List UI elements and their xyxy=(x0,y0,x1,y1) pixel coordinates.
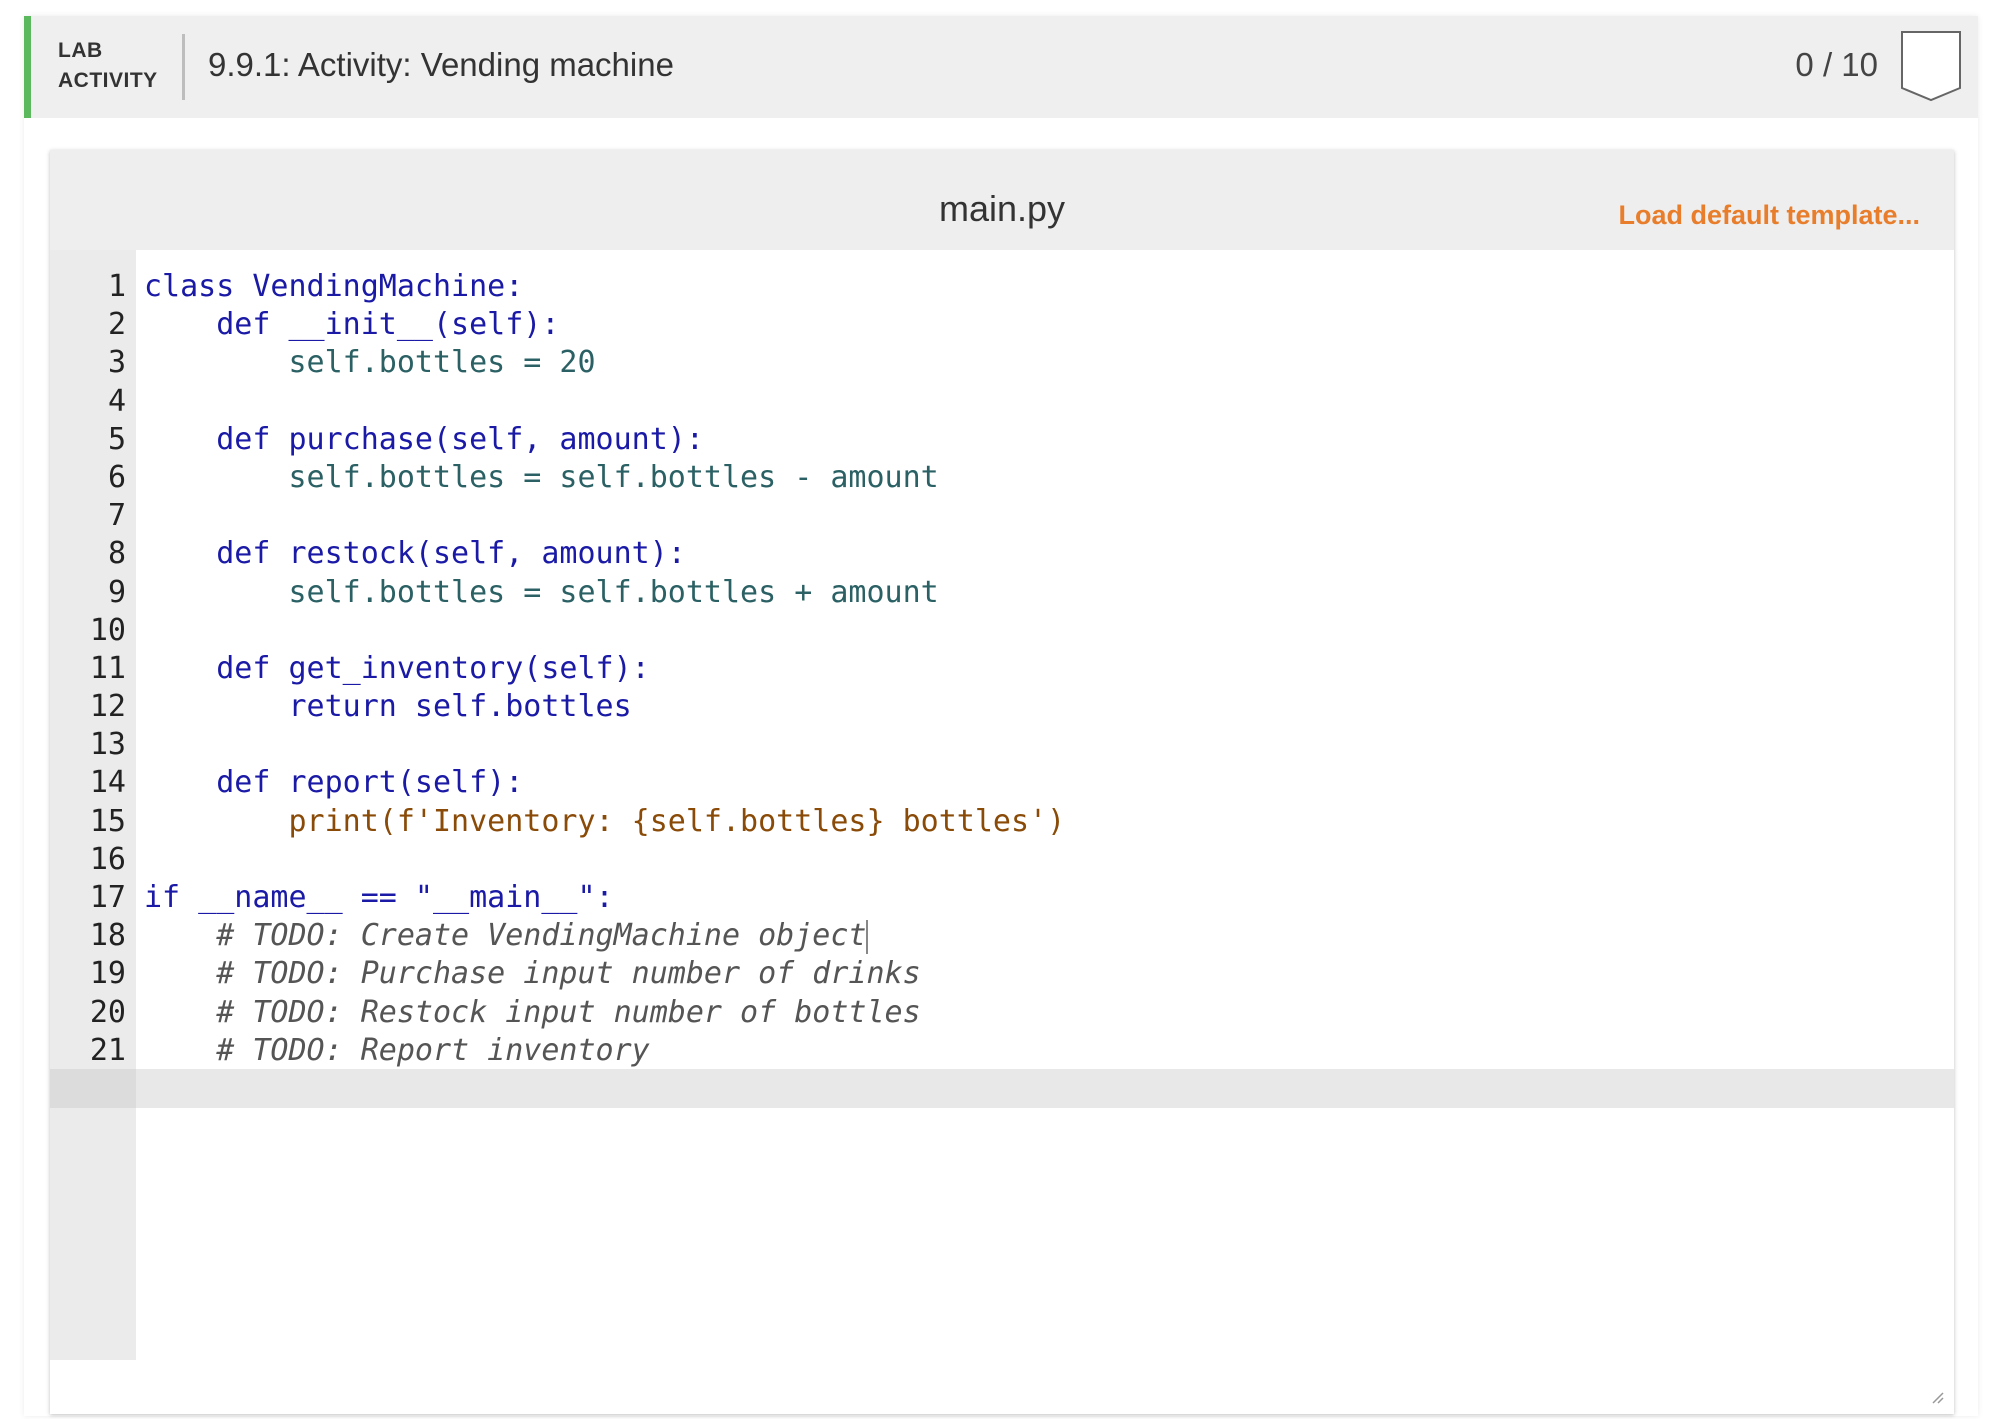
code-line[interactable]: def restock(self, amount): xyxy=(144,536,686,572)
line-number: 9 xyxy=(107,574,126,610)
line-number: 3 xyxy=(107,345,126,381)
line-number: 6 xyxy=(107,459,126,495)
tag-line-activity: ACTIVITY xyxy=(58,69,158,92)
completion-badge-icon xyxy=(1901,31,1961,102)
code-line[interactable] xyxy=(144,383,1954,421)
line-number: 14 xyxy=(89,765,126,801)
line-number-gutter xyxy=(50,250,136,1360)
lab-header: LAB ACTIVITY 9.9.1: Activity: Vending ma… xyxy=(24,16,1978,118)
editor-topbar: main.py Load default template... xyxy=(50,150,1954,250)
code-area[interactable]: 1 2 3 4 5 6 7 8 9 10 11 12 13 14 15 16 1… xyxy=(50,250,1954,1360)
line-number: 11 xyxy=(89,650,126,686)
lab-activity-tag: LAB ACTIVITY xyxy=(58,36,158,96)
line-number: 20 xyxy=(89,994,126,1030)
code-line[interactable] xyxy=(144,612,1954,650)
code-line[interactable]: def report(self): xyxy=(144,765,524,801)
line-number: 17 xyxy=(89,880,126,915)
active-line-highlight xyxy=(50,1069,1954,1108)
line-number: 19 xyxy=(89,956,126,992)
code-line[interactable]: def __init__(self): xyxy=(144,307,560,343)
text-cursor xyxy=(866,919,869,954)
line-number: 7 xyxy=(107,498,126,534)
line-number: 1 xyxy=(107,269,126,304)
code-lines[interactable]: class VendingMachine: def __init__(self)… xyxy=(144,250,1954,1070)
code-line[interactable]: # TODO: Report inventory xyxy=(144,1032,650,1068)
line-number: 12 xyxy=(89,689,126,725)
active-line-gutter xyxy=(50,1069,136,1108)
line-number: 8 xyxy=(107,536,126,572)
code-line[interactable]: class VendingMachine: xyxy=(144,269,524,304)
code-line-text: # TODO: Create VendingMachine object xyxy=(144,918,867,954)
code-line[interactable]: # TODO: Purchase input number of drinks xyxy=(144,956,921,992)
code-line[interactable]: def get_inventory(self): xyxy=(144,650,650,686)
line-number: 2 xyxy=(107,307,126,343)
code-line[interactable]: self.bottles = self.bottles - amount xyxy=(144,459,939,495)
code-line-active[interactable]: # TODO: Create VendingMachine object xyxy=(144,917,1954,955)
line-number: 13 xyxy=(89,727,126,763)
code-editor-panel: main.py Load default template... 1 2 3 4… xyxy=(50,150,1954,1414)
line-number: 16 xyxy=(89,841,126,877)
line-number: 10 xyxy=(89,612,126,648)
code-line[interactable] xyxy=(144,726,1954,764)
code-line[interactable]: def purchase(self, amount): xyxy=(144,421,704,457)
line-numbers: 1 2 3 4 5 6 7 8 9 10 11 12 13 14 15 16 1… xyxy=(50,250,126,1070)
line-number: 21 xyxy=(89,1032,126,1068)
code-line[interactable] xyxy=(144,497,1954,535)
file-name: main.py xyxy=(938,188,1066,229)
tag-line-lab: LAB xyxy=(58,39,103,62)
resize-handle-icon[interactable] xyxy=(1930,1390,1944,1404)
activity-title: 9.9.1: Activity: Vending machine xyxy=(208,46,674,83)
line-number: 4 xyxy=(107,383,126,419)
code-line[interactable]: return self.bottles xyxy=(144,689,632,725)
code-line[interactable]: if __name__ == "__main__": xyxy=(144,880,614,915)
line-number: 5 xyxy=(107,421,126,457)
code-line[interactable]: self.bottles = self.bottles + amount xyxy=(144,574,939,610)
header-divider xyxy=(182,34,185,100)
lab-activity-card: LAB ACTIVITY 9.9.1: Activity: Vending ma… xyxy=(24,16,1978,1416)
code-line[interactable]: print(f'Inventory: {self.bottles} bottle… xyxy=(144,803,1066,839)
line-number: 15 xyxy=(89,803,126,839)
code-line[interactable] xyxy=(144,841,1954,879)
code-line[interactable]: # TODO: Restock input number of bottles xyxy=(144,994,921,1030)
load-default-template-link[interactable]: Load default template... xyxy=(1618,200,1920,230)
score-display: 0 / 10 xyxy=(1795,46,1878,83)
line-number: 18 xyxy=(89,918,126,954)
code-line[interactable]: self.bottles = 20 xyxy=(144,345,596,381)
